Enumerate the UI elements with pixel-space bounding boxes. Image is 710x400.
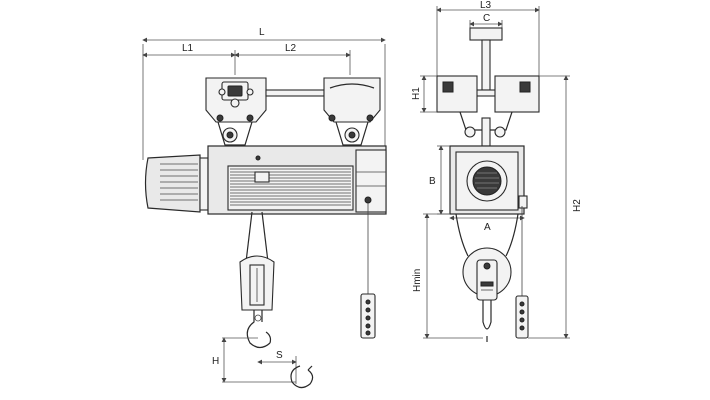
pendant-control [360,203,376,339]
label-l: L [259,27,265,38]
trolley-front [436,75,540,147]
label-l3: L3 [480,0,492,11]
trolley-bar [265,89,325,97]
i-beam [469,27,503,97]
motor [144,154,209,213]
dimension-h1: H1 [411,75,437,113]
hoist-body [207,145,387,215]
hook-assembly-front [455,213,519,342]
label-a: A [484,222,491,233]
trolley-right [323,77,381,146]
hoist-body-front [449,145,528,215]
label-b: B [429,176,436,187]
dimension-a: A [449,215,525,233]
dimension-l: L [142,27,386,160]
label-c: C [483,13,490,24]
dimension-hmin: Hmin [412,213,483,339]
dimension-l3: L3 [436,0,540,78]
front-view: L3 C [411,0,583,342]
dimension-l1-l2: L1 L2 [142,43,351,75]
hook-assembly [239,211,275,349]
label-l1: L1 [182,43,194,54]
dimension-b: B [429,145,450,215]
label-s: S [276,350,283,361]
dimension-h2: H2 [528,75,583,339]
label-hmin: Hmin [412,269,423,292]
label-h1: H1 [411,87,422,100]
label-l2: L2 [285,43,297,54]
dimension-h-s: H S [212,337,314,389]
label-h2: H2 [572,199,583,212]
side-view: L L1 L2 [142,27,387,389]
trolley-left [205,77,267,146]
pendant-control-front [515,206,529,339]
label-h: H [212,356,219,367]
